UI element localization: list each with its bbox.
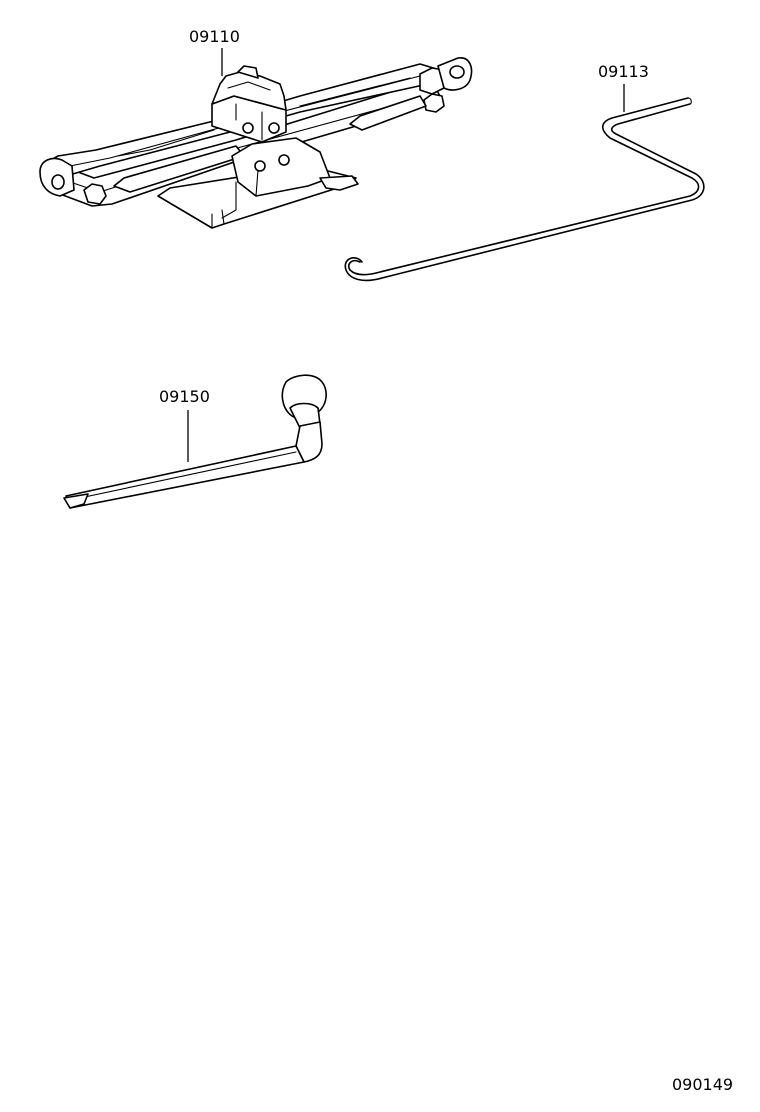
- callout-09113: 09113: [598, 62, 649, 112]
- callout-09150: 09150: [159, 387, 210, 462]
- scissor-jack-icon: [39, 57, 473, 229]
- illustration-code: 090149: [672, 1075, 733, 1094]
- part-number-label: 09113: [598, 62, 649, 81]
- part-number-label: 09110: [189, 27, 240, 46]
- lug-wrench-icon: [63, 374, 327, 509]
- jack-handle-rod-icon: [344, 97, 705, 282]
- callout-09110: 09110: [189, 27, 240, 76]
- part-number-label: 09150: [159, 387, 210, 406]
